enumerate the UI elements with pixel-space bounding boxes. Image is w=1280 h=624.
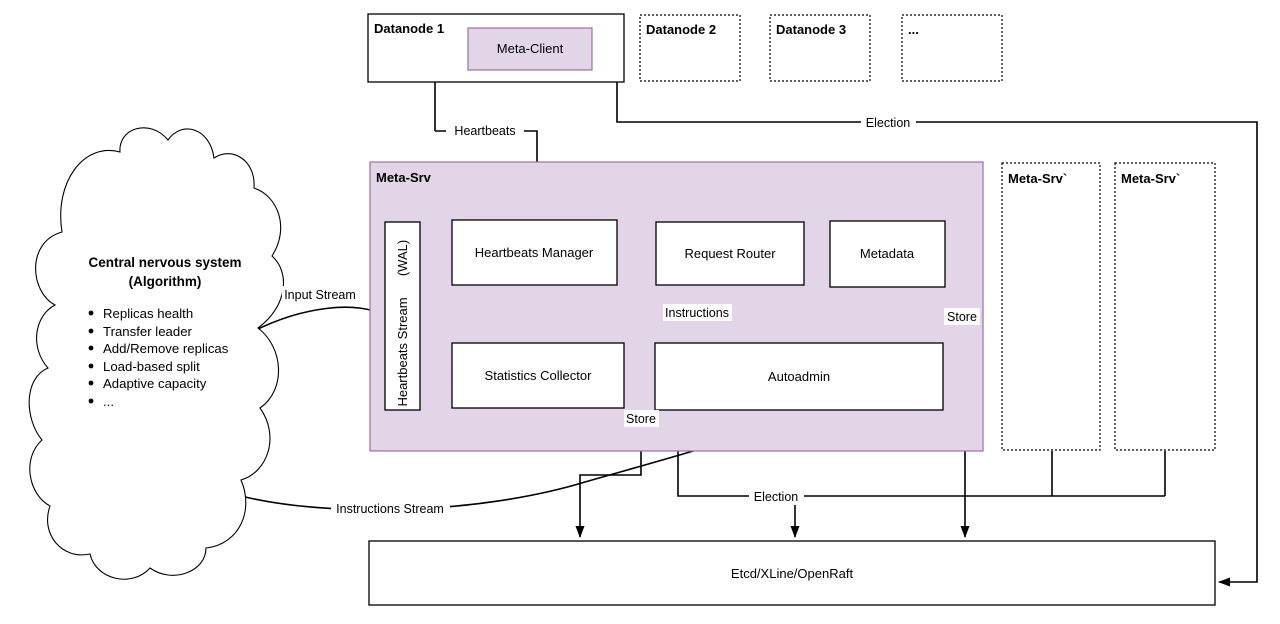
meta-srv-replica-2-group: Meta-Srv` xyxy=(1114,162,1216,451)
edge-election-bottom-rail xyxy=(677,451,1165,497)
election-top-label-bg xyxy=(861,114,916,131)
meta-srv-replica-1-group: Meta-Srv` xyxy=(1001,162,1101,451)
datanode-more-box xyxy=(901,14,1003,82)
bullet-replicas-health: Replicas health xyxy=(103,306,193,321)
instructions-label-bg xyxy=(663,304,732,321)
edge-labels-layer: Heartbeats Election Input Stream Instruc… xyxy=(282,114,980,517)
store-left-label-bg xyxy=(624,410,659,427)
wal-label-line1: Heartbeats Stream xyxy=(395,297,410,406)
meta-srv-replica-2-box xyxy=(1114,162,1216,451)
statistics-collector-label: Statistics Collector xyxy=(485,368,593,383)
bullet-dot xyxy=(88,363,94,369)
datanode-1-label: Datanode 1 xyxy=(374,21,444,36)
bullet-load-based-split: Load-based split xyxy=(103,359,200,374)
datanode-2-group: Datanode 2 xyxy=(639,14,741,82)
cloud-title: Central nervous system xyxy=(88,255,241,270)
meta-srv-label: Meta-Srv xyxy=(376,170,432,185)
autoadmin-label: Autoadmin xyxy=(768,369,830,384)
etcd-box xyxy=(368,540,1216,606)
store-right-label-bg xyxy=(944,308,980,325)
meta-srv-replica-1-label: Meta-Srv` xyxy=(1008,171,1067,186)
storage-group: Etcd/XLine/OpenRaft xyxy=(368,540,1216,606)
store-left-edge-label: Store xyxy=(626,412,656,426)
cloud-subtitle: (Algorithm) xyxy=(129,274,202,289)
autoadmin-box xyxy=(654,342,944,411)
election-top-edge-label: Election xyxy=(866,116,911,130)
meta-client-box xyxy=(467,27,593,71)
cloud-bullet-list: Replicas health Transfer leader Add/Remo… xyxy=(88,306,229,409)
wal-label-line2: (WAL) xyxy=(395,240,410,276)
datanode-1-group: Datanode 1 Meta-Client xyxy=(367,13,625,83)
meta-client-label: Meta-Client xyxy=(497,41,564,56)
datanode-2-label: Datanode 2 xyxy=(646,22,716,37)
statistics-collector-box xyxy=(451,342,625,409)
heartbeats-edge-label: Heartbeats xyxy=(454,124,515,138)
request-router-box xyxy=(655,221,805,286)
store-right-edge-label: Store xyxy=(947,310,977,324)
bullet-more: ... xyxy=(103,394,114,409)
datanode-3-label: Datanode 3 xyxy=(776,22,846,37)
election-bottom-label-bg xyxy=(749,488,804,505)
etcd-label: Etcd/XLine/OpenRaft xyxy=(731,566,854,581)
bullet-add-remove-replicas: Add/Remove replicas xyxy=(103,341,229,356)
heartbeats-manager-box xyxy=(451,219,618,286)
bullet-dot xyxy=(88,310,94,316)
bullet-transfer-leader: Transfer leader xyxy=(103,324,193,339)
metadata-label: Metadata xyxy=(860,246,915,261)
instructions-stream-edge-label: Instructions Stream xyxy=(336,502,444,516)
datanode-3-box xyxy=(769,14,871,82)
cloud-central-nervous-system: Central nervous system (Algorithm) Repli… xyxy=(28,127,285,580)
datanode-more-label: ... xyxy=(908,22,919,37)
datanode-more-group: ... xyxy=(901,14,1003,82)
heartbeats-label-bg xyxy=(446,122,524,139)
cloud-shape xyxy=(28,127,285,580)
input-stream-label-bg xyxy=(282,286,359,303)
election-bottom-edge-label: Election xyxy=(754,490,799,504)
bullet-dot xyxy=(88,328,94,334)
meta-srv-replica-1-box xyxy=(1001,162,1101,451)
bullet-dot xyxy=(88,345,94,351)
input-stream-edge-label: Input Stream xyxy=(284,288,356,302)
request-router-label: Request Router xyxy=(684,246,776,261)
datanode-2-box xyxy=(639,14,741,82)
metadata-box xyxy=(829,220,946,288)
meta-srv-replica-2-label: Meta-Srv` xyxy=(1121,171,1180,186)
instructions-stream-label-bg xyxy=(331,500,450,517)
heartbeats-manager-label: Heartbeats Manager xyxy=(475,245,594,260)
instructions-edge-label: Instructions xyxy=(665,306,729,320)
heartbeats-stream-wal-box xyxy=(384,221,421,411)
bullet-adaptive-capacity: Adaptive capacity xyxy=(103,376,207,391)
bullet-dot xyxy=(88,380,94,386)
bullet-dot xyxy=(88,398,94,404)
datanode-3-group: Datanode 3 xyxy=(769,14,871,82)
